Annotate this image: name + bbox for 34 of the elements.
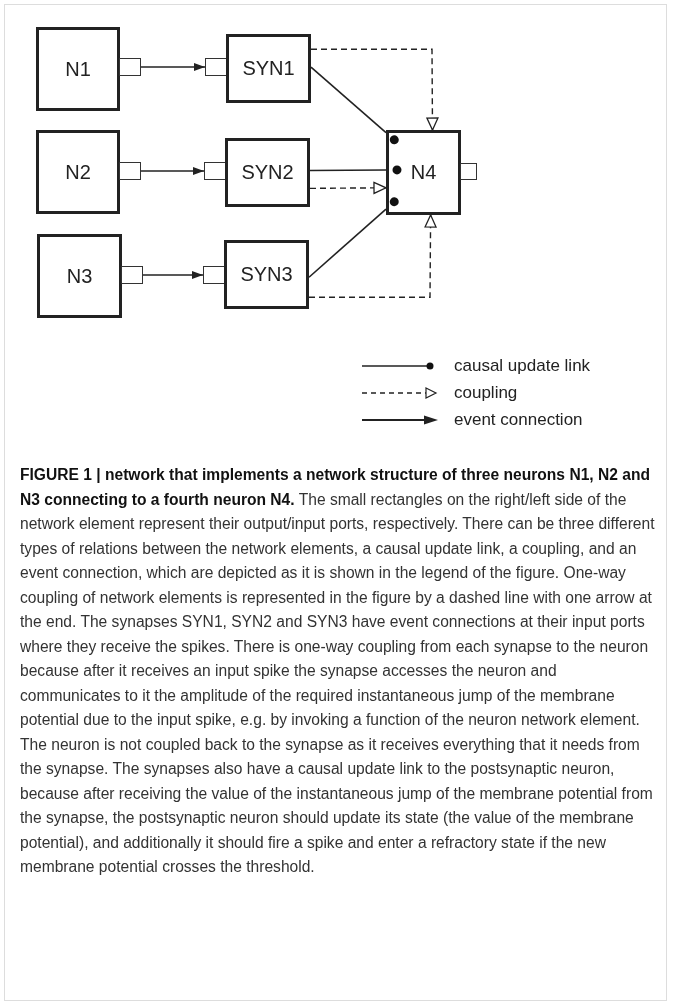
arrow [142,271,204,279]
dot-ended-line [310,66,399,145]
network-element-box [224,240,309,309]
network-element-box [226,34,311,103]
network-element-box [36,130,120,214]
port-box [205,58,227,76]
network-element-box [225,138,310,207]
port-box [460,163,477,180]
arrow [140,167,205,175]
arrow [140,63,206,71]
node-label: SYN1 [242,57,295,80]
legend-label: coupling [454,382,518,403]
legend-label: event connection [454,409,583,430]
node-label: N4 [410,161,437,184]
dashed-arrow [310,48,439,131]
network-element-box [36,27,120,111]
node-label: N1 [65,57,91,81]
dot-ended-line [308,197,399,279]
node-label: N3 [66,264,93,288]
figure-caption: FIGURE 1 | network that implements a network structure of three neurons N1, N2 and N3 connecting to a fourth neuron N4. The small rectangles on the right/left side of the network element represent their output/input ports, respectively. There can be three different types of relations between the network elements, a causal update link, a coupling, and an event connection, which are depicted as it is shown in the legend of the figure. One-way coupling of network elements is represented in the figure by a dashed line with one arrow at the end. The synapses SYN1, SYN2 and SYN3 have event connections at their input ports where they receive the spikes. There is one-way coupling from each synapse to the neuron because after it receives an input spike the synapse accesses the neuron and communicates to it the amplitude of the required instantaneous jump of the membrane potential due to the input spike, e.g. by invoking a function of the neuron network element. The neuron is not coupled back to the synapse as it receives everything that it needs from the synapse. The synapses also have a causal update link to the postsynaptic neuron, because after receiving the value of the instantaneous jump of the membrane potential from the synapse, the postsynaptic neuron should update its state (the value of the membrane potential), and additionally it should fire a spike and enter a refractory state if the new membrane potential crosses the threshold. [20,465,656,877]
node-label: SYN3 [240,263,293,286]
dot-ended-line [309,165,402,175]
port-box [203,266,225,284]
port-box [121,266,143,284]
legend-label: causal update link [454,355,591,376]
network-element-box [386,130,461,215]
network-element-box [37,234,122,318]
port-box [119,58,141,76]
dashed-arrow [309,181,387,195]
dashed-arrow [308,214,437,298]
port-box [204,162,226,180]
port-box [119,162,141,180]
node-label: N2 [65,160,91,184]
node-label: SYN2 [241,161,294,184]
